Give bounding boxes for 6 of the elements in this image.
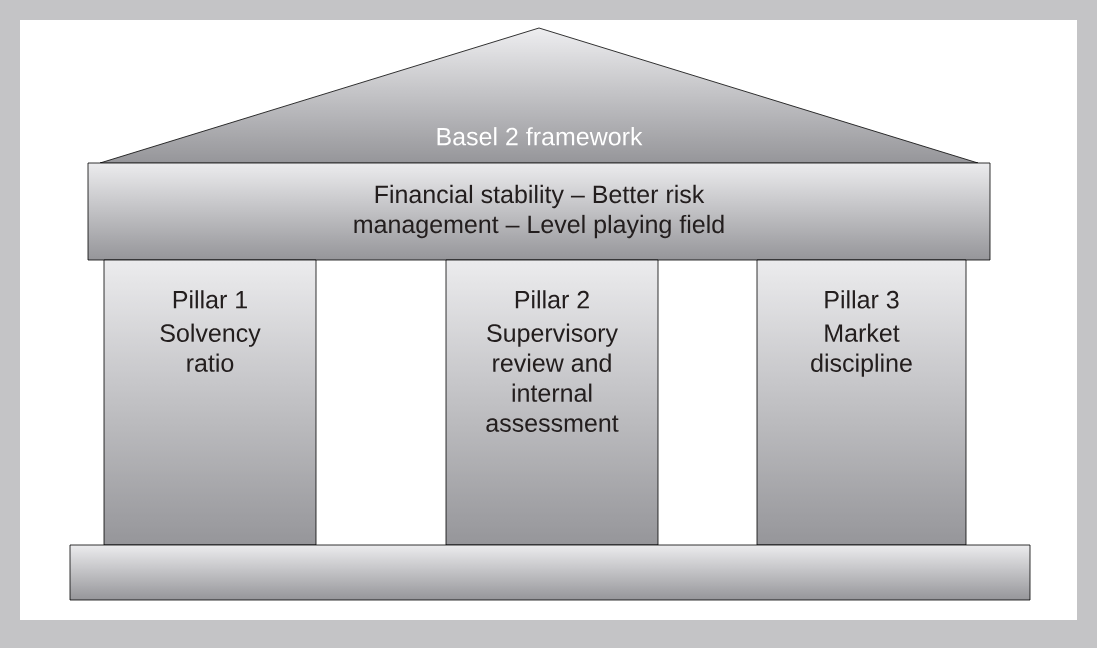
pillar-box: Pillar 3 Market discipline xyxy=(756,259,967,546)
pillar-box: Pillar 1 Solvency ratio xyxy=(103,259,317,546)
roof-triangle: Basel 2 framework xyxy=(99,27,979,164)
beam-box: Financial stability – Better risk management – Level playing field xyxy=(87,162,991,261)
base-slab xyxy=(69,544,1031,601)
pillar-box: Pillar 2 Supervisory review and internal assessment xyxy=(445,259,659,546)
